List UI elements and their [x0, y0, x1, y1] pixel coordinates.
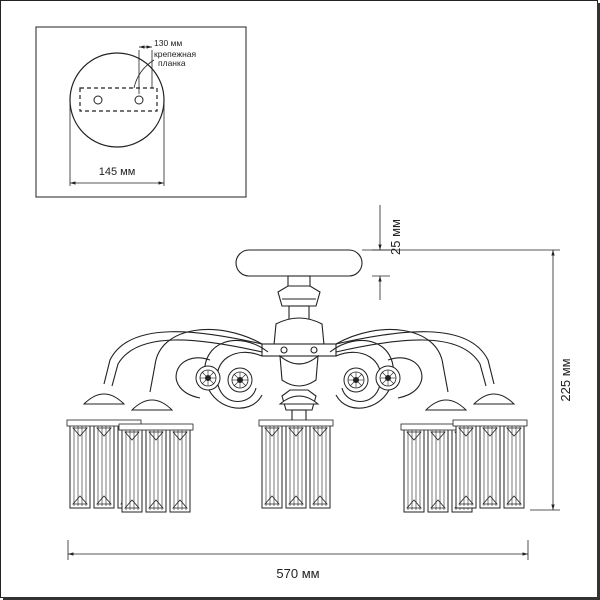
arm-left-outer: [103, 331, 263, 385]
curl-left-small: [175, 357, 211, 399]
rosette-right-1: [343, 367, 369, 393]
stem-body: [273, 317, 325, 346]
holder-left-inner: [130, 399, 174, 411]
dimensions: [67, 205, 560, 560]
arm-right-outer-inner: [335, 339, 487, 387]
base-diameter-label: 145 мм: [99, 166, 136, 178]
rosette-left-1: [195, 365, 221, 391]
mount-hole-right: [134, 95, 144, 105]
holder-center: [278, 395, 320, 405]
crystal-cluster-right-outer: [453, 420, 527, 508]
base-plate-circle: [69, 52, 165, 148]
chandelier-drawing: [103, 249, 495, 441]
arm-left-outer-inner: [111, 339, 263, 387]
mount-name-line2: планка: [158, 58, 186, 68]
rosette-left-2: [227, 367, 253, 393]
mount-name-line1: крепежная: [154, 49, 197, 59]
mount-name-leader: [133, 59, 155, 89]
arm-left-inner: [149, 328, 263, 393]
hub-bolt-left: [280, 346, 288, 354]
curl-right-small: [387, 357, 423, 399]
ceiling-canopy: [235, 249, 363, 277]
lamp-holders: [82, 393, 516, 411]
crystal-cluster-center: [259, 420, 333, 508]
holder-right-outer: [472, 393, 516, 405]
total-width-label: 570 мм: [276, 566, 319, 581]
inset-panel: 130 мм крепежная планка 145 мм: [35, 26, 247, 198]
canopy-height-label: 25 мм: [388, 219, 403, 255]
arm-right-inner: [335, 328, 449, 393]
stem-lower-body: [279, 354, 319, 387]
arm-right-outer: [335, 331, 495, 385]
hub-bolt-right: [310, 346, 318, 354]
mount-width-label: 130 мм: [154, 38, 182, 48]
holder-left-outer: [82, 393, 126, 405]
stem-nut: [277, 285, 321, 307]
rosette-right-2: [375, 365, 401, 391]
holder-right-inner: [424, 399, 468, 411]
crystal-cluster-left-inner: [119, 424, 193, 512]
mount-hole-left: [93, 95, 103, 105]
arm-hub: [261, 343, 337, 357]
mounting-bar-outline: [79, 87, 158, 112]
total-height-label: 225 мм: [558, 358, 573, 401]
